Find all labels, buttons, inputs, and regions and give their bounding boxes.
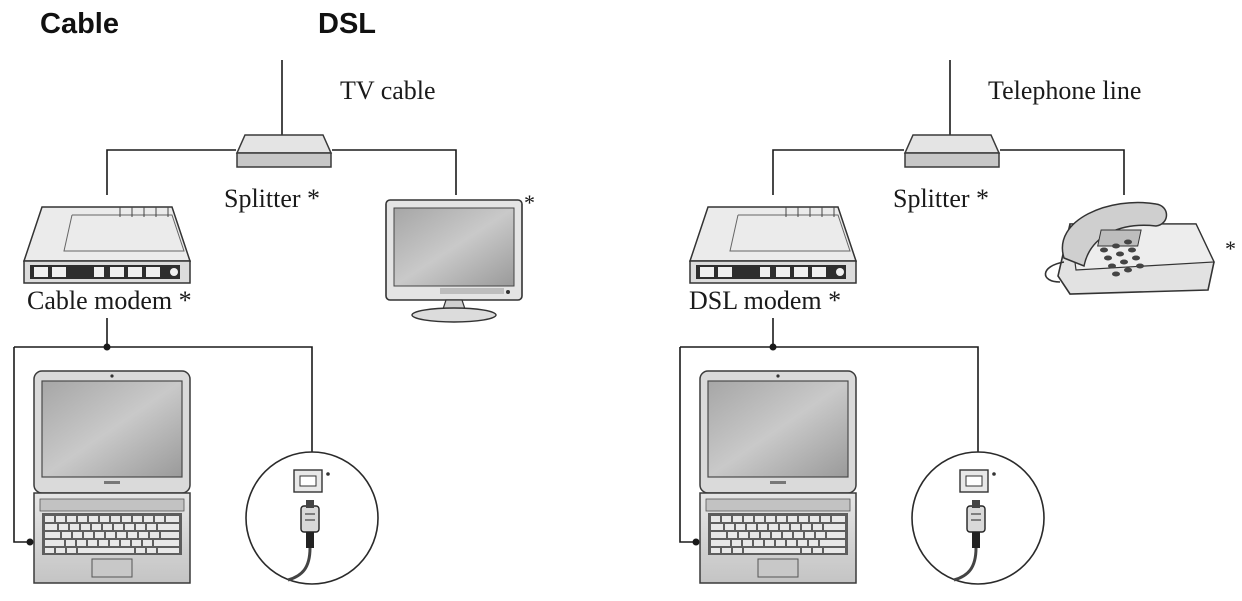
laptop-icon bbox=[33, 370, 191, 584]
monitor-icon bbox=[385, 199, 523, 323]
dsl-splitter-label: Splitter * bbox=[893, 184, 990, 213]
splitter-icon bbox=[236, 134, 332, 168]
cable-diagram bbox=[13, 60, 457, 543]
telephone-icon bbox=[1044, 201, 1215, 295]
dsl-diagram bbox=[679, 60, 1125, 543]
dsl-source-label: Telephone line bbox=[988, 76, 1142, 105]
telephone-asterisk: * bbox=[1225, 236, 1236, 261]
cable-splitter-label: Splitter * bbox=[224, 184, 321, 213]
dsl-modem-label: DSL modem * bbox=[689, 286, 842, 315]
monitor-asterisk: * bbox=[524, 190, 535, 215]
cable-source-label: TV cable bbox=[340, 76, 436, 105]
heading-dsl: DSL bbox=[318, 8, 376, 40]
splitter-icon bbox=[904, 134, 1000, 168]
cable-modem-label: Cable modem * bbox=[27, 286, 192, 315]
laptop-icon bbox=[699, 370, 857, 584]
heading-cable: Cable bbox=[40, 8, 119, 40]
modem-icon bbox=[689, 206, 857, 284]
ethernet-port-icon bbox=[910, 450, 1046, 586]
ethernet-port-icon bbox=[244, 450, 380, 586]
modem-icon bbox=[23, 206, 191, 284]
